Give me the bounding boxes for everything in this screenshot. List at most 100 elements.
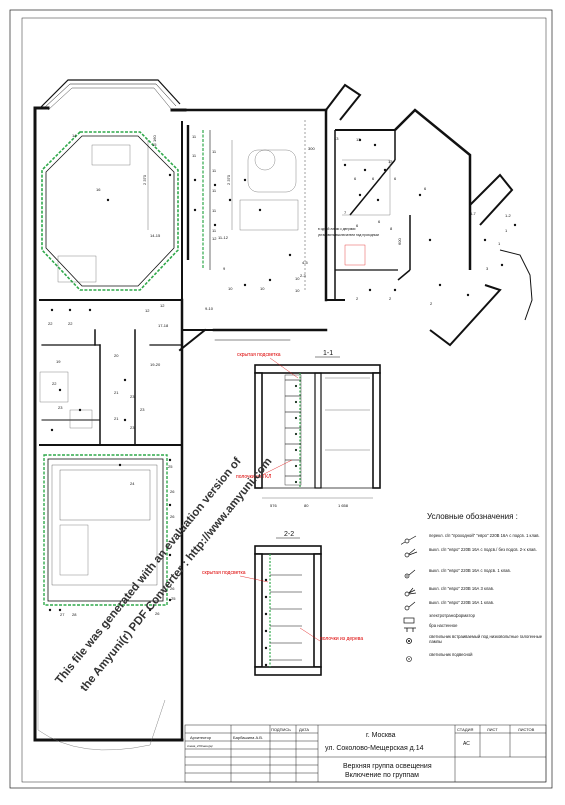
group-number: 19: [56, 359, 61, 364]
dim-576: 576: [270, 503, 277, 508]
recessed-light-icon: [50, 428, 54, 432]
recessed-light-icon: [368, 288, 372, 292]
group-number: 16: [96, 187, 101, 192]
group-number: 10: [295, 276, 300, 281]
recessed-light-icon: [401, 634, 423, 648]
group-number: 10: [295, 288, 300, 293]
role-architect: Архитектор: [190, 735, 212, 740]
transformer-icon: [401, 613, 423, 627]
group-number: 6: [424, 186, 427, 191]
recessed-light-icon: [268, 278, 272, 282]
recessed-light-icon: [168, 458, 172, 462]
group-number: 13: [334, 136, 339, 141]
switch-3-icon: [401, 586, 423, 600]
hidden-light-icon: [264, 595, 268, 599]
legend-item-text: светильник встраиваемый под низковольтны…: [429, 634, 543, 644]
legend-title: Условные обозначения :: [427, 512, 518, 521]
bedroom-cove-light: [43, 454, 168, 606]
small-note: схема_2ОСвещ(а): [187, 744, 213, 748]
hidden-light-icon: [264, 578, 268, 582]
recessed-light-icon: [106, 198, 110, 202]
group-number: 24: [130, 481, 135, 486]
hdr-data: ДАТА: [299, 727, 309, 732]
note-doors: в одной линии с дверями: [318, 227, 356, 231]
hidden-light-icon: [294, 400, 298, 404]
hidden-light-icon: [264, 663, 268, 667]
section-2-2: 2-2 скрытая подсветка полочки из дерева: [202, 531, 363, 676]
legend-item: светильник подвесной: [399, 652, 549, 672]
note-switches: установить выключатели над проходным: [318, 233, 379, 237]
group-number: 11-12: [218, 235, 229, 240]
group-number: 9: [223, 266, 226, 271]
recessed-light-icon: [193, 208, 197, 212]
legend-item-text: перекл. с/п "проходной" "евро" 220В 16А …: [429, 533, 540, 538]
annotation-hidden-light-2: скрытая подсветка: [202, 570, 246, 576]
recessed-light-icon: [228, 198, 232, 202]
dim-600: 600: [397, 238, 402, 245]
group-number: 6: [394, 176, 397, 181]
group-number: 2: [356, 296, 359, 301]
legend-item-text: бра настенное: [429, 623, 458, 628]
recessed-light-icon: [343, 163, 347, 167]
group-number: 10: [228, 286, 233, 291]
city: г. Москва: [366, 732, 396, 739]
group-number: 3: [486, 266, 489, 271]
recessed-light-icon: [438, 283, 442, 287]
recessed-light-icon: [168, 598, 172, 602]
recessed-light-icon: [513, 223, 517, 227]
group-number: 2-3: [300, 273, 307, 278]
group-number: 25: [171, 596, 176, 601]
hidden-light-icon: [294, 416, 298, 420]
recessed-light-icon: [213, 223, 217, 227]
group-number: 22: [68, 321, 73, 326]
pendant-light-icon: [401, 652, 423, 666]
recessed-light-icon: [373, 143, 377, 147]
outer-frame: [9, 9, 553, 789]
hidden-light-icon: [264, 629, 268, 633]
legend-item: выкл. с/п "евро" 220В 16А 3 клав.: [399, 586, 549, 606]
group-number: 23: [140, 407, 145, 412]
recessed-light-icon: [243, 178, 247, 182]
group-number: 22: [48, 321, 53, 326]
bay-window: [39, 79, 181, 111]
hidden-light-icon: [294, 432, 298, 436]
recessed-light-icon: [58, 608, 62, 612]
sheet-title-1: Верхняя группа освещения: [343, 763, 432, 770]
dim-300: 300: [308, 146, 315, 151]
wall-sconce-icon: [401, 623, 423, 637]
title-block-text: ПОДПИСЬ ДАТА Архитектор Барбашина А.В. с…: [187, 727, 535, 779]
stadia-value: АС: [463, 741, 470, 747]
annotation-shelves-gkl: полочки из ГКЛ: [236, 474, 271, 480]
walls: [33, 106, 328, 742]
annotation-shelves-wood: полочки из дерева: [320, 636, 363, 642]
recessed-light-icon: [376, 198, 380, 202]
group-number: 1: [505, 228, 508, 233]
recessed-light-icon: [148, 608, 152, 612]
group-number: 12: [145, 308, 150, 313]
group-number: 6: [378, 219, 381, 224]
group-number: 23: [58, 405, 63, 410]
switch-1-icon: [401, 600, 423, 614]
recessed-light-icon: [418, 193, 422, 197]
group-number: 21: [114, 390, 119, 395]
switch-1-lit-icon: [401, 568, 423, 582]
recessed-light-icon: [393, 288, 397, 292]
dim-2370-b: 2 370: [226, 174, 231, 185]
hidden-light-icon: [264, 612, 268, 616]
group-number: 26: [155, 611, 160, 616]
group-number: 10: [260, 286, 265, 291]
hidden-light-icon: [264, 646, 268, 650]
right-wing-walls: [325, 83, 533, 347]
group-number: 9-10: [205, 306, 214, 311]
group-number: 12: [212, 236, 217, 241]
group-number: 11: [192, 134, 197, 139]
furniture-hints: [37, 144, 391, 751]
group-number: 23: [130, 425, 135, 430]
section-1-1-title: 1-1: [323, 350, 333, 357]
legend-item-text: выкл. с/п "евро" 220В 16А 3 клав.: [429, 586, 495, 591]
recessed-light-icon: [168, 173, 172, 177]
recessed-light-icon: [88, 308, 92, 312]
dim-1658: 1 658: [338, 503, 349, 508]
